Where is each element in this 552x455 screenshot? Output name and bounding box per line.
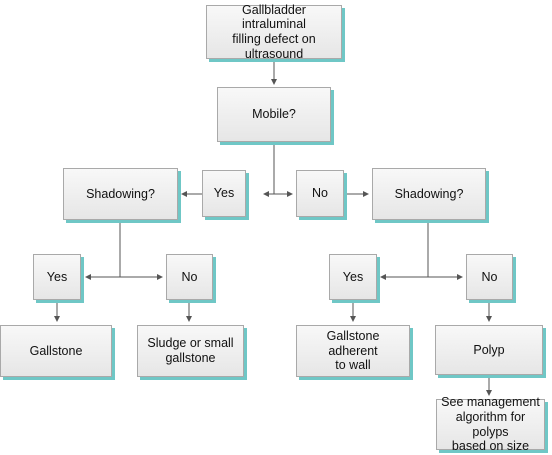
start-node-filling-defect: Gallbladder intraluminal filling defect …	[206, 3, 342, 61]
right-shadowing-question-node: Shadowing?	[372, 168, 486, 220]
left-shadowing-yes-node: Yes	[33, 254, 81, 300]
left-shadowing-no-node: No	[166, 254, 213, 300]
sludge-outcome-node: Sludge or small gallstone	[137, 325, 244, 377]
polyp-outcome-node: Polyp	[435, 325, 543, 375]
mobile-no-node: No	[296, 170, 344, 217]
left-shadowing-question-node: Shadowing?	[63, 168, 178, 220]
mobile-question-node: Mobile?	[217, 87, 331, 142]
gallstone-outcome-node: Gallstone	[0, 325, 112, 377]
right-shadowing-no-node: No	[466, 254, 513, 300]
right-shadowing-yes-node: Yes	[329, 254, 377, 300]
adherent-gallstone-outcome-node: Gallstone adherent to wall	[296, 325, 410, 377]
polyp-management-node: See management algorithm for polyps base…	[436, 395, 545, 453]
mobile-yes-node: Yes	[202, 170, 246, 217]
